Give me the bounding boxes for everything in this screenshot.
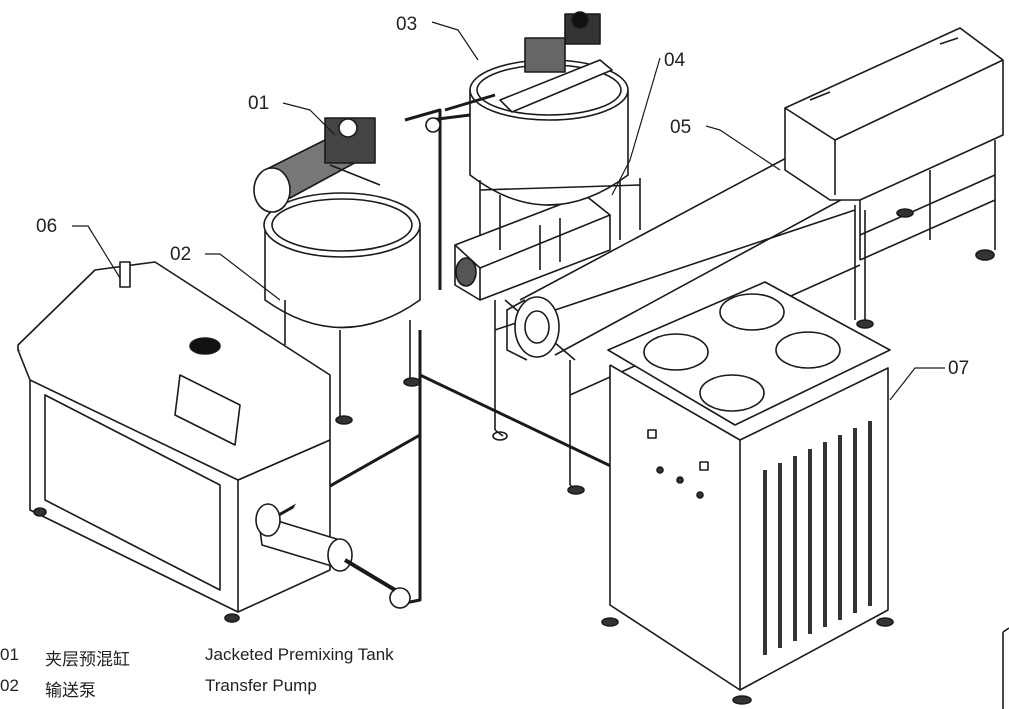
callout-06: 06 [36,216,57,237]
control-cabinet-06 [17,261,397,623]
legend-english-label: Transfer Pump [205,676,317,695]
legend-chinese-label: 夹层预混缸 [45,650,130,670]
callout-04: 04 [664,50,686,71]
legend-chinese-label: 输送泵 [45,681,96,701]
horizontal-pump [454,194,611,301]
legend-english-label: Jacketed Premixing Tank [205,645,394,664]
callout-05: 05 [670,117,691,138]
edge-fragment [1002,627,1009,709]
legend-number: 02 [0,676,19,695]
legend-number: 01 [0,645,19,664]
tube-heat-exchanger [492,123,874,495]
tank-03 [469,11,641,250]
callout-07: 07 [948,358,969,379]
callout-01: 01 [248,93,269,114]
piping [269,93,657,609]
back-cabinet [784,27,1004,261]
tank-01 [253,117,421,425]
callout-03: 03 [396,14,417,35]
leader-lines [72,21,945,401]
callout-02: 02 [170,244,191,265]
chiller-unit-07 [601,281,894,705]
